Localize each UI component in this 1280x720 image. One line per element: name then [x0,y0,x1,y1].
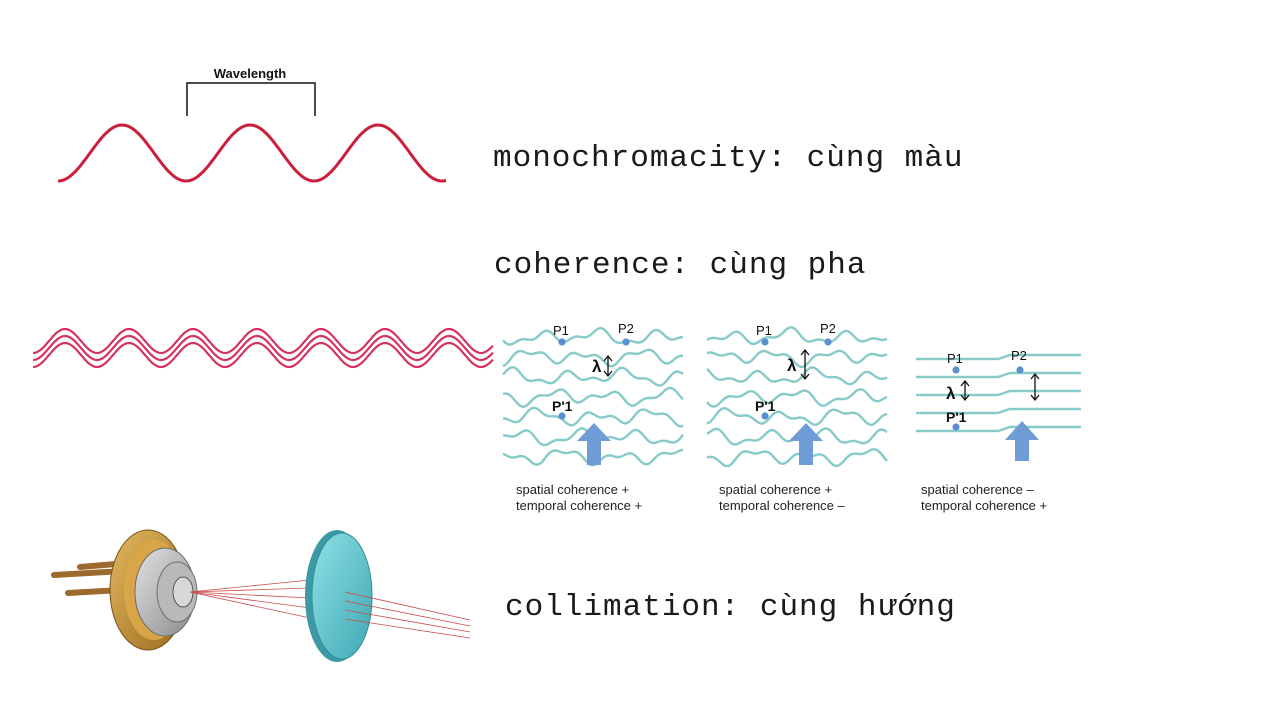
panel-3-wavefront-3 [916,389,1081,397]
panel-2-wave-line-5 [706,406,888,427]
panel-1-lambda-arrow [603,354,613,378]
panel-2-diagram: P1 P2 P'1 λ [706,321,888,468]
panel-2-lambda-label: λ [787,356,797,375]
coherent-waves-figure [32,327,494,369]
collimation-label: collimation: cùng hướng [505,590,956,625]
diverging-beam-2 [189,587,311,593]
coherent-wave-line-3 [32,341,494,369]
coherent-wave-line-1 [32,327,494,355]
panel-3-lambda-label: λ [946,384,956,403]
panel-3-diagram: P1 P2 P'1 λ [916,348,1081,461]
diverging-beam-5 [189,591,311,619]
panel-2-caption-spatial: spatial coherence + [719,482,833,497]
panel-3-up-arrow [1005,421,1039,461]
panel-1-p1-label: P1 [553,323,569,338]
panel-1-wave-line-3 [502,365,684,387]
panel-2-p1-label: P1 [756,323,772,338]
panel-3-wavefront-4 [916,407,1081,415]
panel-3-caption: spatial coherence – temporal coherence + [921,482,1047,514]
collimated-beam-4 [344,618,471,639]
laser-diode [51,529,198,651]
monochromacity-label: monochromacity: cùng màu [493,141,964,176]
panel-1-point-p2 [622,338,630,346]
panel-3-point-p2 [1016,366,1024,374]
panel-2-wave-line-3 [706,366,888,386]
panel-3-point-p1 [952,366,960,374]
panel-2-point-p2 [824,338,832,346]
panel-2-up-arrow [789,423,823,465]
coherent-waves [32,327,494,369]
panel-3-point-p1-prime [952,423,960,431]
panel-1-wave-line-1 [502,326,684,346]
collimated-laser-beams [344,591,471,639]
panel-1-caption-spatial: spatial coherence + [516,482,630,497]
panel-2-wave-line-4 [706,388,888,408]
panel-3-p1-label: P1 [947,351,963,366]
diverging-beam-1 [189,579,311,593]
panel-2-point-p1-prime [761,412,769,420]
panel-2-point-p1 [761,338,769,346]
panel-2-caption: spatial coherence + temporal coherence – [719,482,845,514]
panel-3-wavefront-2 [916,371,1081,379]
wavelength-label: Wavelength [214,66,287,81]
panel-2-p1-prime-label: P'1 [755,398,776,414]
coherence-label: coherence: cùng pha [494,248,867,283]
panel-3-lambda-arrow-right [1030,372,1040,402]
diverging-beam-4 [189,591,311,609]
panel-3-caption-spatial: spatial coherence – [921,482,1034,497]
panel-1-lambda-label: λ [592,357,602,376]
panel-1-wave-line-2 [502,348,683,368]
collimated-beam-3 [344,609,471,633]
monochromatic-wave-figure: Wavelength [57,66,447,183]
panel-3-p1-prime-label: P'1 [946,409,967,425]
collimated-beam-2 [344,600,471,627]
wavelength-bracket [186,82,316,116]
panel-1-point-p1-prime [558,412,566,420]
panel-3-p2-label: P2 [1011,348,1027,363]
panel-1-wave-line-4 [502,386,684,409]
panel-2-lambda-arrow [800,348,810,381]
panel-1-caption: spatial coherence + temporal coherence + [516,482,642,514]
panel-3-wavefront-1 [916,353,1081,361]
diverging-beam-3 [189,591,311,599]
panel-1-p2-label: P2 [618,321,634,336]
panel-1-wave-line-5 [503,406,684,428]
panel-2-wave-line-7 [706,448,888,468]
coherent-wave-line-2 [32,334,494,362]
collimating-lens [305,530,373,662]
panel-3-wavefronts [916,353,1081,433]
panel-1-p1-prime-label: P'1 [552,398,573,414]
panel-1-diagram: P1 P2 P'1 λ [502,321,684,467]
panel-2-wave-line-1 [706,326,888,346]
panel-2-p2-label: P2 [820,321,836,336]
collimated-beam-1 [344,591,471,621]
coherence-panels: P1 P2 P'1 λ P1 P2 P'1 λ P1 P2 P'1 λ [502,321,1081,468]
panel-3-wavefront-5 [916,425,1081,433]
panel-1-wave-line-7 [502,448,684,467]
panel-2-wave-line-2 [706,349,888,369]
panel-3-caption-temporal: temporal coherence + [921,498,1048,513]
panel-2-caption-temporal: temporal coherence – [719,498,845,513]
diverging-laser-beams [189,579,311,619]
panel-1-up-arrow [577,423,611,465]
laser-collimation-figure [51,529,471,662]
panel-2-waves [706,326,888,468]
monochromatic-wave [57,123,447,183]
panel-3-lambda-arrow-left [960,379,970,402]
panel-1-point-p1 [558,338,566,346]
lens-face [311,532,373,660]
panel-1-caption-temporal: temporal coherence + [516,498,643,513]
